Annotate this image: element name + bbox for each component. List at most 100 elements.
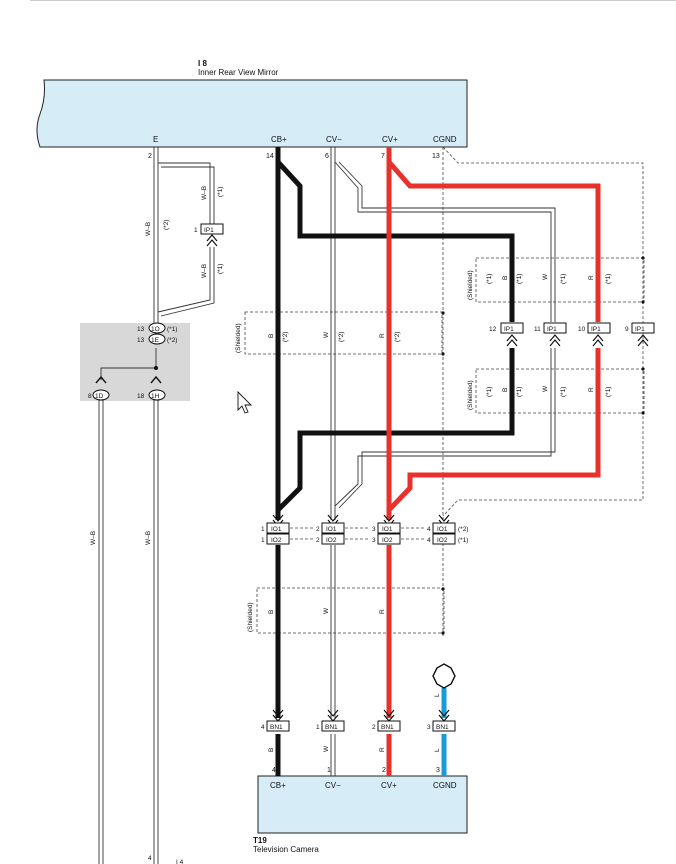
shielded-label-3: (Shielded) xyxy=(467,380,474,410)
wire-cb-plus-b xyxy=(275,147,515,776)
camera-terminal-cvminus: CV− xyxy=(325,781,341,790)
shielded-label-4: (Shielded) xyxy=(247,602,254,632)
label-r-3: R xyxy=(588,387,595,392)
ip1-12-label: IP1 xyxy=(504,326,514,333)
label-w-2: W xyxy=(542,273,549,280)
label-b-2: B xyxy=(502,276,509,280)
label-note1-s3: (*1) xyxy=(560,274,567,284)
mirror-terminal-cvplus: CV+ xyxy=(382,135,398,144)
mirror-pin-13: 13 xyxy=(432,153,440,160)
label-w-1: W xyxy=(323,331,330,338)
bn1-connectors xyxy=(266,709,456,732)
connector-1o-note: (*1) xyxy=(167,326,177,333)
label-note2-1: (*2) xyxy=(163,220,170,230)
io1-pin-3: 3 xyxy=(372,526,376,533)
connector-1h: 1H xyxy=(151,393,160,400)
bn1-b: BN1 xyxy=(325,724,338,731)
io1-pin-2: 2 xyxy=(316,526,320,533)
io2-pin-3: 3 xyxy=(372,537,376,544)
bn1-pin-2: 2 xyxy=(372,724,376,731)
label-b-3: B xyxy=(502,388,509,392)
mirror-pin-7: 7 xyxy=(381,153,385,160)
label-note1-s2: (*1) xyxy=(516,274,523,284)
label-note1-1: (*1) xyxy=(217,187,224,197)
label-note1-s5: (*1) xyxy=(486,387,493,397)
ip1-11-label: IP1 xyxy=(547,326,557,333)
connector-ip1-wb xyxy=(200,223,224,235)
shielded-label-1: (Shielded) xyxy=(235,323,242,353)
io1-d: IO1 xyxy=(437,526,448,533)
wire-cv-minus-w xyxy=(330,147,556,776)
io2-note: (*1) xyxy=(458,537,468,544)
bn1-d: BN1 xyxy=(436,724,449,731)
mirror-box xyxy=(36,79,468,148)
connector-1e-note: (*2) xyxy=(167,337,177,344)
bn1-pin-3: 3 xyxy=(427,724,431,731)
label-w-4: W xyxy=(323,607,330,614)
io1-c: IO1 xyxy=(382,526,393,533)
shield-dots xyxy=(441,256,645,635)
ip1-pin-9: 9 xyxy=(625,326,629,333)
bn1-a: BN1 xyxy=(270,724,283,731)
junction-area xyxy=(80,323,190,401)
bn1-c: BN1 xyxy=(381,724,394,731)
mirror-pin-6: 6 xyxy=(325,153,329,160)
junction-connectors xyxy=(92,322,166,401)
label-note1-2: (*1) xyxy=(217,264,224,274)
label-b-5: B xyxy=(268,748,275,752)
io1-pin-1: 1 xyxy=(261,526,265,533)
io1-a: IO1 xyxy=(271,526,282,533)
label-b-4: B xyxy=(268,610,275,614)
connector-1e: 1E xyxy=(151,337,160,344)
mirror-terminal-cbplus: CB+ xyxy=(271,135,287,144)
camera-pin-4: 4 xyxy=(272,767,276,774)
label-w-b-5: W–B xyxy=(145,531,152,545)
connector-1d: 1D xyxy=(95,393,104,400)
label-w-b-1: W–B xyxy=(145,222,152,236)
bottom-pin-4: 4 xyxy=(148,855,152,862)
label-note1-s7: (*1) xyxy=(560,387,567,397)
camera-terminal-cbplus: CB+ xyxy=(270,781,286,790)
io-connectors xyxy=(266,514,456,545)
ip1-pin-12: 12 xyxy=(489,326,497,333)
label-w-b-4: W–B xyxy=(90,531,97,545)
ip1-connectors-right xyxy=(500,322,655,347)
label-note2-w1: (*2) xyxy=(338,332,345,342)
ip1-10-label: IP1 xyxy=(591,326,601,333)
camera-pin-1: 1 xyxy=(327,767,331,774)
wire-cv-plus-r xyxy=(386,147,601,776)
label-b-1: B xyxy=(268,334,275,338)
connector-1h-pin: 18 xyxy=(137,393,145,400)
bottom-code: I 4 xyxy=(176,859,184,864)
label-l-1: L xyxy=(434,693,441,697)
io1-b: IO1 xyxy=(326,526,337,533)
io2-pin-2: 2 xyxy=(316,537,320,544)
label-r-1: R xyxy=(379,333,386,338)
label-w-b-3: W–B xyxy=(201,264,208,278)
label-note2-b1: (*2) xyxy=(282,332,289,342)
io2-a: IO2 xyxy=(271,537,282,544)
label-note2-r1: (*2) xyxy=(394,332,401,342)
camera-terminal-cgnd: CGND xyxy=(433,781,457,790)
label-note1-s6: (*1) xyxy=(516,387,523,397)
io2-c: IO2 xyxy=(382,537,393,544)
ground-octagon-icon xyxy=(432,663,456,689)
io2-pin-1: 1 xyxy=(261,537,265,544)
camera-pin-2: 2 xyxy=(382,767,386,774)
mirror-name: Inner Rear View Mirror xyxy=(198,68,279,77)
mirror-terminal-cgnd: CGND xyxy=(433,135,457,144)
mirror-terminal-cvminus: CV− xyxy=(326,135,342,144)
label-l-2: L xyxy=(434,748,441,752)
ip1-pin-11: 11 xyxy=(534,326,541,333)
wire-e-w-b xyxy=(98,147,215,864)
mirror-pin-2: 2 xyxy=(148,153,152,160)
mirror-terminal-e: E xyxy=(153,135,158,144)
camera-terminal-cvplus: CV+ xyxy=(381,781,397,790)
connector-ip1-wb-label: IP1 xyxy=(204,227,214,234)
connector-1o: 1O xyxy=(151,326,160,333)
mouse-cursor-icon xyxy=(237,390,253,414)
camera-box xyxy=(257,775,468,834)
shield-boxes xyxy=(244,146,645,636)
label-note1-s1: (*1) xyxy=(486,274,493,284)
